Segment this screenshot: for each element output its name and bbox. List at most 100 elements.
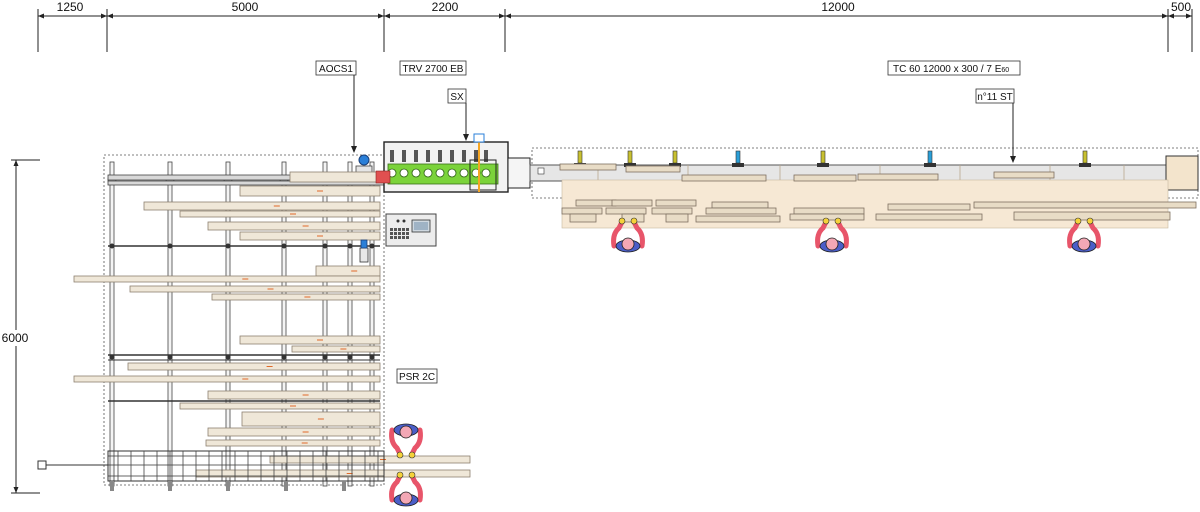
control-panel <box>385 213 437 247</box>
board <box>179 210 381 218</box>
station-base <box>924 163 936 167</box>
callout-stations-label: n°11 ST <box>977 92 1013 103</box>
station-base <box>669 163 681 167</box>
keypad-key <box>390 232 393 235</box>
board <box>993 171 1055 179</box>
operator-arm <box>389 427 423 457</box>
board <box>211 293 381 301</box>
station-base <box>732 163 744 167</box>
dimension-5000: 5000 <box>232 0 259 14</box>
operator <box>389 423 423 459</box>
board <box>875 213 983 221</box>
machine-spindle <box>411 168 421 178</box>
operator-hand <box>1086 217 1094 225</box>
board <box>241 411 381 427</box>
keypad-key <box>406 228 409 231</box>
machine-head <box>450 150 454 162</box>
storage-rack <box>37 154 471 491</box>
station-base <box>624 163 636 167</box>
operator-hand <box>822 217 830 225</box>
machine-spindle <box>459 168 469 178</box>
rack-upright <box>369 161 375 487</box>
keypad-key <box>402 228 405 231</box>
operator-hand <box>408 471 416 479</box>
board <box>681 174 767 182</box>
board <box>239 335 381 345</box>
station-post <box>577 150 583 164</box>
machine-head <box>402 150 406 162</box>
keypad-key <box>398 236 401 239</box>
operator-hand <box>396 451 404 459</box>
dimension-500: 500 <box>1171 0 1191 14</box>
station-base <box>817 163 829 167</box>
rack-upright <box>109 161 115 487</box>
callout-tc-main: TC 60 12000 x 300 / 7 E <box>893 64 1002 75</box>
keypad-key <box>402 236 405 239</box>
keypad-key <box>406 232 409 235</box>
operator-head <box>399 491 413 505</box>
machine-head <box>474 150 478 162</box>
machine-head <box>390 150 394 162</box>
board <box>665 213 689 223</box>
board <box>711 201 769 209</box>
operator <box>611 217 645 253</box>
machine-head <box>414 150 418 162</box>
machine-spindle <box>447 168 457 178</box>
board <box>559 163 617 171</box>
operator <box>389 471 423 507</box>
callout-trv: TRV 2700 EB <box>399 60 467 76</box>
keypad-key <box>390 236 393 239</box>
rack-upright <box>322 161 328 487</box>
left-dimension-line <box>2 159 40 494</box>
callout-stations: n°11 ST <box>975 88 1016 163</box>
operator-hand <box>1074 217 1082 225</box>
operator-hand <box>618 217 626 225</box>
trv-machine <box>289 133 531 193</box>
rack-upright <box>347 161 353 487</box>
board <box>569 213 597 223</box>
machine-spindle <box>399 168 409 178</box>
operator-arm <box>1067 219 1101 249</box>
roller-foot <box>226 481 230 491</box>
keypad-key <box>394 232 397 235</box>
keypad-key <box>402 232 405 235</box>
top-dimension-line <box>37 9 1193 52</box>
board <box>73 275 381 283</box>
board <box>205 439 381 447</box>
machine-spindle <box>423 168 433 178</box>
callout-tc-label: TC 60 12000 x 300 / 7 E60 <box>893 64 1009 75</box>
board <box>655 199 697 207</box>
board <box>793 207 865 215</box>
roller-foot <box>168 481 172 491</box>
board <box>315 265 381 277</box>
machine-head <box>438 150 442 162</box>
board <box>887 203 971 211</box>
roller-foot <box>110 481 114 491</box>
operator-hand <box>396 471 404 479</box>
board <box>207 390 381 400</box>
operator-head <box>1077 237 1091 251</box>
board <box>973 201 1197 209</box>
machine-spindle <box>481 168 491 178</box>
operator-arm <box>611 219 645 249</box>
station-post <box>820 150 826 164</box>
rack-upright <box>167 161 173 487</box>
board <box>625 165 681 173</box>
board <box>793 174 857 182</box>
board <box>605 207 647 215</box>
callout-sx-label: SX <box>450 92 464 103</box>
board <box>611 199 653 207</box>
board <box>73 375 381 383</box>
roller-foot <box>342 481 346 491</box>
operator-arm <box>815 219 849 249</box>
board <box>651 207 693 215</box>
board <box>575 199 617 207</box>
keypad-key <box>406 236 409 239</box>
callout-trv-label: TRV 2700 EB <box>403 64 464 75</box>
board <box>239 231 381 241</box>
operator <box>1067 217 1101 253</box>
operator-arm <box>389 473 423 503</box>
callout-sx: SX <box>447 88 469 141</box>
station-post <box>735 150 741 164</box>
